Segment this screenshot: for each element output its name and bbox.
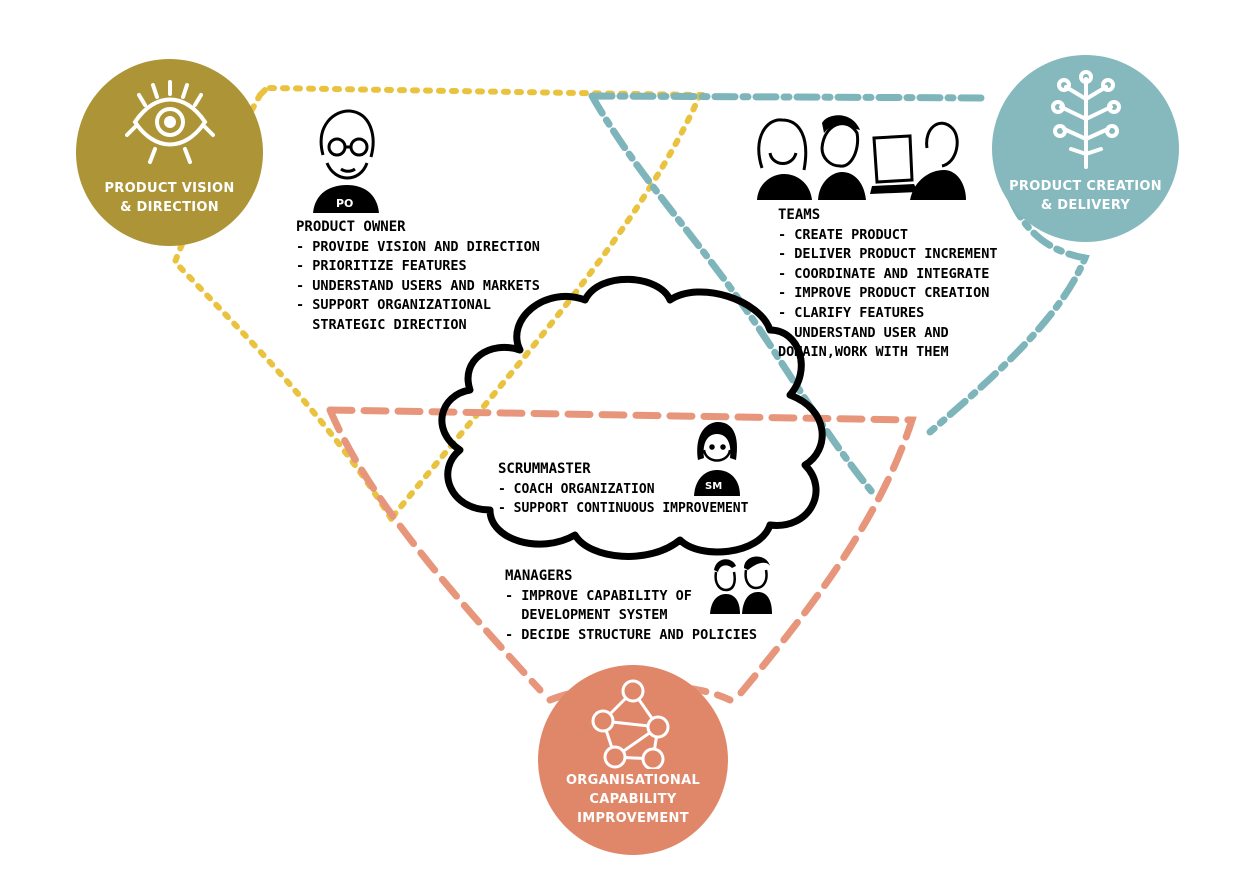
product-owner-region-outline (171, 85, 705, 523)
tree-icon (1050, 70, 1121, 169)
list-item: - CLARIFY FEATURES (778, 304, 925, 321)
managers-portrait-icon (710, 556, 772, 614)
managers-title: MANAGERS (505, 568, 573, 584)
list-item: - CREATE PRODUCT (778, 226, 909, 243)
org-capability-circle: ORGANISATIONAL CAPABILITY IMPROVEMENT (538, 665, 728, 855)
teams-block: TEAMS - CREATE PRODUCT - DELIVER PRODUCT… (778, 206, 997, 363)
product-owner-block: PRODUCT OWNER - PROVIDE VISION AND DIREC… (296, 218, 540, 336)
list-item: - DELIVER PRODUCT INCREMENT (778, 246, 998, 263)
product-creation-circle: PRODUCT CREATION & DELIVERY (992, 55, 1179, 242)
sm-badge: SM (705, 481, 722, 492)
list-item: - IMPROVE CAPABILITY OF (505, 587, 692, 604)
list-item: - DECIDE STRUCTURE AND POLICIES (505, 626, 757, 643)
scrummaster-title: SCRUMMASTER (498, 461, 591, 477)
list-item: - PRIORITIZE FEATURES (296, 258, 467, 275)
list-item: - PROVIDE VISION AND DIRECTION (296, 238, 540, 255)
teams-title: TEAMS (778, 207, 821, 223)
list-item: - COACH ORGANIZATION (498, 481, 655, 497)
list-item: - UNDERSTAND USER AND (778, 324, 949, 341)
list-item: - UNDERSTAND USERS AND MARKETS (296, 277, 540, 294)
scrummaster-list: - COACH ORGANIZATION - SUPPORT CONTINUOU… (498, 480, 748, 519)
cloud-shape (438, 275, 826, 560)
list-item: DOMAIN,WORK WITH THEM (778, 344, 949, 361)
list-item: - COORDINATE AND INTEGRATE (778, 265, 990, 282)
people-network-icon (591, 679, 670, 769)
team-portraits-icon (757, 115, 966, 200)
org-capability-label-2: CAPABILITY (589, 792, 677, 807)
scrummaster-portrait-icon: SM (694, 422, 740, 496)
list-item: - IMPROVE PRODUCT CREATION (778, 285, 990, 302)
list-item: DEVELOPMENT SYSTEM (505, 607, 668, 624)
product-owner-portrait-icon: PO (313, 109, 379, 213)
org-capability-label-1: ORGANISATIONAL (565, 773, 701, 788)
product-owner-list: - PROVIDE VISION AND DIRECTION - PRIORIT… (296, 238, 540, 336)
list-item: - SUPPORT ORGANIZATIONAL (296, 297, 492, 314)
product-owner-region-top (257, 87, 268, 98)
product-creation-label-1: PRODUCT CREATION (1009, 179, 1162, 194)
po-badge: PO (336, 197, 353, 210)
product-owner-title: PRODUCT OWNER (296, 219, 406, 235)
teams-list: - CREATE PRODUCT - DELIVER PRODUCT INCRE… (778, 226, 997, 363)
eye-icon (124, 80, 215, 164)
product-creation-label-2: & DELIVERY (1040, 198, 1131, 213)
managers-list: - IMPROVE CAPABILITY OF DEVELOPMENT SYST… (505, 587, 757, 646)
org-capability-label-3: IMPROVEMENT (577, 811, 689, 826)
managers-block: MANAGERS - IMPROVE CAPABILITY OF DEVELOP… (505, 567, 757, 645)
product-vision-circle: PRODUCT VISION & DIRECTION (76, 59, 263, 246)
product-vision-label-2: & DIRECTION (120, 200, 219, 215)
scrummaster-block: SCRUMMASTER - COACH ORGANIZATION - SUPPO… (498, 460, 748, 519)
product-vision-label-1: PRODUCT VISION (104, 181, 235, 196)
list-item: STRATEGIC DIRECTION (296, 316, 467, 333)
list-item: - SUPPORT CONTINUOUS IMPROVEMENT (498, 501, 749, 517)
